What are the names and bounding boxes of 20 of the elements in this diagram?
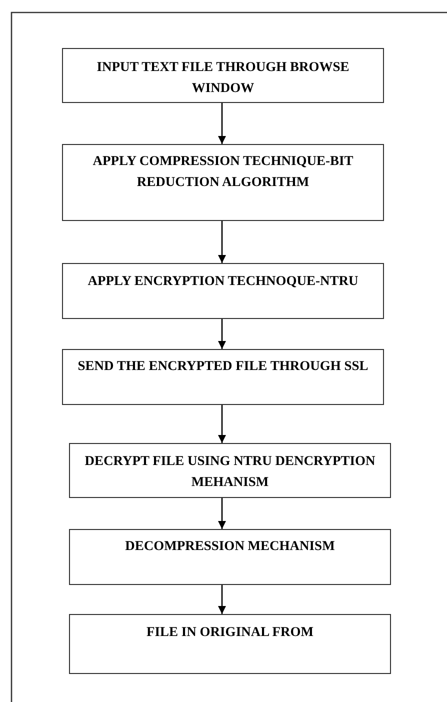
step-text: APPLY COMPRESSION TECHNIQUE-BIT REDUCTION ALGORITHM bbox=[92, 152, 354, 191]
arrow bbox=[218, 103, 226, 144]
process-box bbox=[69, 529, 391, 585]
process-box bbox=[69, 614, 391, 674]
step-text: FILE IN ORIGINAL FROM bbox=[146, 623, 314, 641]
step-text: SEND THE ENCRYPTED FILE THROUGH SSL bbox=[78, 357, 368, 375]
process-box bbox=[62, 349, 384, 405]
step-text: APPLY ENCRYPTION TECHNOQUE-NTRU bbox=[88, 272, 358, 290]
process-box bbox=[62, 48, 384, 103]
process-box bbox=[62, 144, 384, 221]
arrow bbox=[218, 221, 226, 263]
arrow bbox=[218, 405, 226, 443]
process-box bbox=[69, 443, 391, 498]
arrow bbox=[218, 498, 226, 529]
step-text: INPUT TEXT FILE THROUGH BROWSE WINDOW bbox=[96, 58, 350, 97]
step-text: DECOMPRESSION MECHANISM bbox=[125, 537, 335, 555]
process-box bbox=[62, 263, 384, 319]
arrow bbox=[218, 585, 226, 614]
step-text: DECRYPT FILE USING NTRU DENCRYPTION MEHANISM bbox=[84, 452, 376, 491]
arrow bbox=[218, 319, 226, 349]
